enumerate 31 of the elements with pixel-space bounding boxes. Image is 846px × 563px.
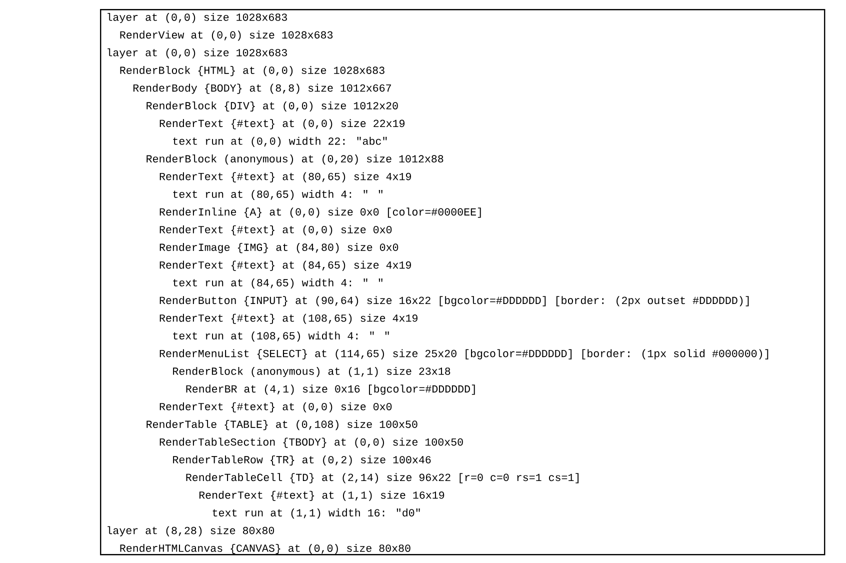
code-line: RenderText {#text} at (0,0) size 0x0 bbox=[160, 402, 392, 412]
code-line: RenderImage {IMG} at (84,80) size 0x0 bbox=[160, 243, 398, 254]
code-line: RenderText {#text} at (80,65) size 4x19 bbox=[160, 172, 411, 182]
code-line: layer at (0,0) size 1028x683 bbox=[108, 48, 287, 58]
code-line: text run at (84,65) width 4: " " bbox=[173, 278, 382, 289]
code-line: text run at (0,0) width 22: "abc" bbox=[173, 136, 387, 147]
code-line: RenderTableSection {TBODY} at (0,0) size 100x50 bbox=[160, 438, 463, 448]
code-line: RenderBR at (4,1) size 0x16 [bgcolor=#DDDDDD] bbox=[186, 384, 475, 395]
code-line: text run at (80,65) width 4: " " bbox=[173, 190, 382, 200]
code-line: RenderBlock (anonymous) at (1,1) size 23x18 bbox=[173, 366, 450, 378]
code-line: RenderText {#text} at (1,1) size 16x19 bbox=[199, 490, 444, 501]
code-line: RenderBlock {HTML} at (0,0) size 1028x683 bbox=[120, 66, 384, 76]
code-line: RenderInline {A} at (0,0) size 0x0 [color=#0000EE] bbox=[160, 208, 481, 218]
code-line: RenderButton {INPUT} at (90,64) size 16x22 [bgcolor=#DDDDDD] [border: (2px outset #DDDDDD)] bbox=[160, 296, 749, 306]
code-line: RenderMenuList {SELECT} at (114,65) size 25x20 [bgcolor=#DDDDDD] [border: (1px solid #000000)] bbox=[160, 349, 768, 360]
code-line: layer at (8,28) size 80x80 bbox=[108, 526, 274, 536]
code-line: RenderText {#text} at (108,65) size 4x19 bbox=[160, 314, 418, 324]
code-line: RenderBlock (anonymous) at (0,20) size 1012x88 bbox=[146, 154, 444, 165]
code-line: RenderView at (0,0) size 1028x683 bbox=[120, 30, 333, 41]
code-line: RenderTable {TABLE} at (0,108) size 100x50 bbox=[146, 420, 418, 430]
code-line: layer at (0,0) size 1028x683 bbox=[108, 12, 287, 24]
code-line: text run at (108,65) width 4: " " bbox=[173, 332, 389, 342]
code-line: RenderTableCell {TD} at (2,14) size 96x22 [r=0 c=0 rs=1 cs=1] bbox=[186, 473, 579, 484]
code-line: RenderText {#text} at (84,65) size 4x19 bbox=[160, 260, 411, 271]
code-line: RenderBlock {DIV} at (0,0) size 1012x20 bbox=[146, 101, 398, 112]
code-line: text run at (1,1) width 16: "d0" bbox=[212, 508, 420, 519]
code-line: RenderText {#text} at (0,0) size 0x0 bbox=[160, 225, 392, 236]
code-line: RenderHTMLCanvas {CANVAS} at (0,0) size 80x80 bbox=[120, 544, 410, 554]
code-line: RenderBody {BODY} at (8,8) size 1012x667 bbox=[133, 84, 391, 94]
code-line: RenderTableRow {TR} at (0,2) size 100x46 bbox=[173, 455, 431, 466]
code-line: RenderText {#text} at (0,0) size 22x19 bbox=[160, 119, 404, 130]
